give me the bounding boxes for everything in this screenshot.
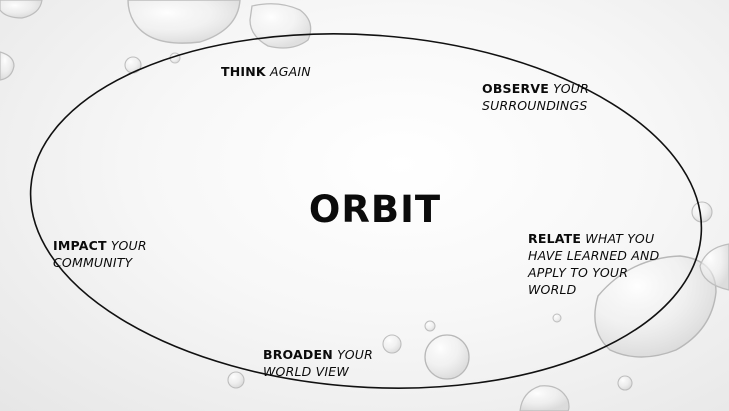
drop-right-edge xyxy=(699,243,729,291)
drop-small-7 xyxy=(617,375,633,391)
drop-small-3 xyxy=(227,371,245,389)
step-observe-rest-line2: SURROUNDINGS xyxy=(482,98,588,113)
step-impact-rest-line2: COMMUNITY xyxy=(53,255,133,270)
step-think-keyword: THINK xyxy=(221,64,266,79)
step-relate-rest-line3: APPLY TO YOUR xyxy=(528,265,629,280)
drop-left-small xyxy=(0,51,15,81)
step-impact: IMPACT YOUR COMMUNITY xyxy=(53,237,147,271)
drop-bottom-right xyxy=(519,385,570,411)
drop-top-large xyxy=(127,0,241,44)
step-relate: RELATE WHAT YOU HAVE LEARNED AND APPLY T… xyxy=(528,230,659,298)
step-relate-rest-line2: HAVE LEARNED AND xyxy=(528,248,660,263)
drop-small-6 xyxy=(552,313,562,323)
step-relate-rest-line4: WORLD xyxy=(528,282,577,297)
drop-medium-1 xyxy=(424,334,470,380)
step-impact-rest: YOUR xyxy=(110,238,147,253)
step-think-rest: AGAIN xyxy=(269,64,311,79)
step-impact-keyword: IMPACT xyxy=(53,238,107,253)
drop-small-5 xyxy=(382,334,402,354)
step-relate-keyword: RELATE xyxy=(528,231,582,246)
drop-top-left xyxy=(0,0,43,19)
step-relate-rest: WHAT YOU xyxy=(585,231,655,246)
diagram-title: ORBIT xyxy=(308,188,442,231)
step-observe-rest: YOUR xyxy=(553,81,590,96)
orbit-ellipse xyxy=(29,33,703,389)
step-broaden: BROADEN YOUR WORLD VIEW xyxy=(263,346,373,380)
drop-right-mid xyxy=(691,201,713,223)
step-broaden-keyword: BROADEN xyxy=(263,347,333,362)
drop-top-center xyxy=(249,3,312,49)
step-observe-keyword: OBSERVE xyxy=(482,81,549,96)
step-think: THINK AGAIN xyxy=(221,63,311,80)
step-broaden-rest: YOUR xyxy=(337,347,373,362)
step-broaden-rest-line2: WORLD VIEW xyxy=(263,364,349,379)
drop-small-4 xyxy=(424,320,436,332)
step-observe: OBSERVE YOUR SURROUNDINGS xyxy=(482,80,589,114)
